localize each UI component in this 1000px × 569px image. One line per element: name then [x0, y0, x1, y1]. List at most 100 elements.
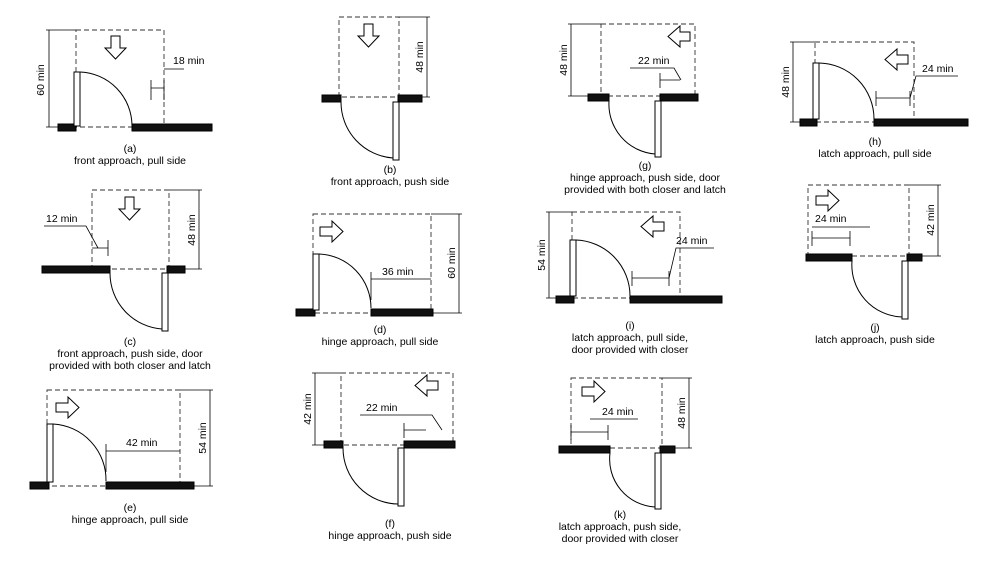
approach-arrow-icon — [117, 196, 142, 221]
caption-line: front approach, pull side — [73, 155, 187, 167]
dimension-line — [570, 418, 638, 440]
wall-left — [799, 118, 818, 127]
caption-line: latch approach, pull side, — [571, 332, 689, 344]
dim-label-depth: 48 min — [414, 41, 426, 73]
wall-right — [659, 93, 699, 102]
dimension-line — [546, 211, 572, 299]
clear-floor-zone — [807, 184, 910, 257]
door-leaf — [392, 101, 400, 161]
caption-letter: (f) — [385, 518, 395, 530]
clear-floor-zone — [814, 41, 915, 123]
caption-line: front approach, push side, door — [57, 348, 203, 360]
approach-arrow-icon — [640, 214, 665, 239]
dimension-line — [44, 225, 109, 256]
approach-arrow-icon — [103, 35, 128, 60]
caption-line: hinge approach, push side — [328, 530, 452, 542]
wall-left — [587, 93, 610, 102]
door-leaf — [654, 452, 662, 510]
door-leaf — [901, 260, 909, 320]
door-leaf — [312, 253, 320, 311]
dim-label-side: 12 min — [46, 213, 78, 225]
wall-left — [57, 123, 77, 132]
approach-arrow-icon — [414, 373, 439, 398]
dim-label-side: 24 min — [676, 235, 708, 247]
dimension-line — [150, 68, 184, 100]
door-swing-arc — [109, 272, 163, 330]
dimension-line — [630, 67, 682, 88]
dim-label-depth: 48 min — [676, 397, 688, 429]
dim-label-depth: 54 min — [536, 239, 548, 271]
door-swing-arc — [79, 71, 133, 127]
dimension-line — [431, 213, 462, 314]
approach-arrow-icon — [319, 219, 344, 244]
dim-label-side: 22 min — [638, 55, 670, 67]
door-swing-arc — [342, 447, 399, 505]
dimension-line — [568, 23, 601, 97]
door-leaf — [397, 447, 405, 507]
wall-left — [558, 445, 611, 454]
clear-floor-zone — [340, 372, 454, 446]
door-leaf — [654, 100, 662, 158]
caption-letter: (d) — [373, 324, 387, 336]
approach-arrow-icon — [667, 24, 691, 49]
door-swing-arc — [851, 260, 903, 318]
caption-b: (b) front approach, push side — [300, 164, 480, 188]
clear-floor-zone — [600, 23, 696, 97]
wall-right — [166, 265, 186, 274]
wall-right — [403, 440, 456, 449]
figure-c: 48 min 12 min — [41, 189, 202, 332]
caption-line: latch approach, push side, — [558, 521, 682, 533]
wall-left — [29, 481, 50, 490]
dim-label-depth: 42 min — [302, 393, 314, 425]
wall-left — [323, 440, 344, 449]
caption-line: door provided with closer — [561, 533, 679, 545]
dim-label-side: 22 min — [366, 402, 398, 414]
approach-arrow-icon — [55, 395, 80, 420]
caption-f: (f) hinge approach, push side — [300, 518, 480, 542]
figure-d: 60 min 36 min — [295, 213, 462, 317]
wall-left — [555, 295, 575, 304]
clear-floor-zone — [91, 189, 170, 270]
dim-label-side: 18 min — [173, 55, 205, 67]
dim-label-width: 42 min — [126, 437, 158, 449]
dimension-line — [360, 414, 443, 438]
door-leaf — [46, 423, 54, 483]
caption-line: hinge approach, pull side — [71, 514, 189, 526]
wall-right — [659, 445, 676, 454]
wall-left — [41, 265, 111, 274]
wall-left — [321, 94, 342, 103]
caption-letter: (c) — [123, 336, 137, 348]
clear-floor-zone — [338, 16, 400, 98]
door-swing-arc — [608, 100, 656, 155]
dim-label-depth: 48 min — [186, 214, 198, 246]
caption-i: (i) latch approach, pull side, door prov… — [530, 320, 730, 356]
caption-line: latch approach, pull side — [818, 148, 932, 160]
caption-letter: (g) — [638, 160, 652, 172]
caption-line: hinge approach, pull side — [321, 336, 439, 348]
caption-c: (c) front approach, push side, door prov… — [20, 336, 240, 372]
dimension-line — [105, 444, 180, 472]
caption-line: front approach, push side — [330, 176, 450, 188]
dim-label-depth: 42 min — [925, 204, 937, 236]
caption-line: door provided with closer — [571, 344, 689, 356]
wall-right — [105, 481, 195, 490]
caption-e: (e) hinge approach, pull side — [40, 502, 220, 526]
figure-f: 42 min 22 min — [302, 372, 456, 507]
approach-arrow-icon — [356, 23, 381, 48]
wall-right — [131, 123, 213, 132]
dimension-line — [790, 41, 815, 123]
wall-right — [397, 94, 423, 103]
dimension-line — [875, 75, 958, 106]
door-leaf — [73, 71, 81, 127]
door-swing-arc — [52, 423, 107, 482]
dim-label-depth: 60 min — [35, 64, 47, 96]
dim-label-side: 24 min — [922, 63, 954, 75]
caption-h: (h) latch approach, pull side — [785, 136, 965, 160]
dimension-line — [811, 226, 870, 246]
figure-k: 48 min 24 min — [558, 377, 692, 510]
caption-line: provided with both closer and latch — [49, 360, 211, 372]
approach-arrow-icon — [815, 188, 840, 213]
approach-arrow-icon — [581, 379, 606, 404]
